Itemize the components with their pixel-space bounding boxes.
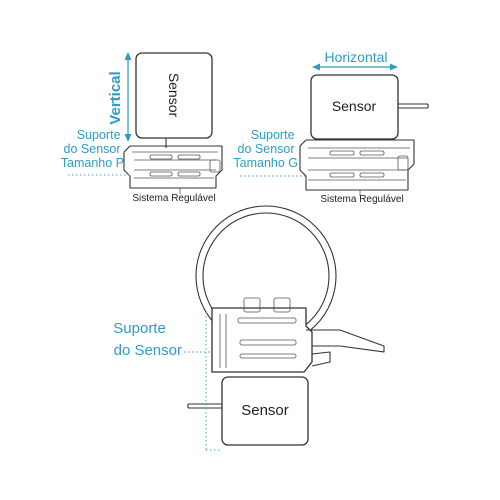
sensor-large [310, 74, 399, 140]
system-label-small: Sistema Regulável [132, 193, 215, 204]
support-label-small: Suporte do Sensor Tamanho P [61, 128, 124, 170]
support-label-assembly: Suporte do Sensor [113, 320, 182, 359]
sensor-small-label: Sensor [166, 73, 182, 118]
sensor-small [135, 52, 213, 139]
sensor-cable-assembly [187, 403, 222, 409]
vertical-dimension-arrow [124, 52, 132, 142]
support-clip-large [299, 139, 415, 191]
support-clip-assembly [211, 297, 385, 373]
vertical-label: Vertical [107, 71, 124, 124]
panel-small-support: Vertical Sensor Suporte do Sensor Tamanh… [61, 52, 223, 204]
sensor-cable-large [398, 103, 429, 109]
panel-large-support: Horizontal Sensor Suporte do Sensor Tam [233, 49, 429, 205]
support-clip-small [123, 145, 223, 189]
sensor-assembly [221, 376, 309, 446]
panel-assembly: Sensor Suporte do Sensor [113, 205, 385, 451]
horizontal-dimension-arrow [312, 63, 398, 71]
sensor-large-label: Sensor [332, 98, 377, 114]
horizontal-label: Horizontal [324, 49, 387, 65]
sensor-assembly-label: Sensor [241, 402, 289, 419]
system-label-large: Sistema Regulável [320, 194, 403, 205]
support-label-large: Suporte do Sensor Tamanho G [233, 128, 298, 170]
